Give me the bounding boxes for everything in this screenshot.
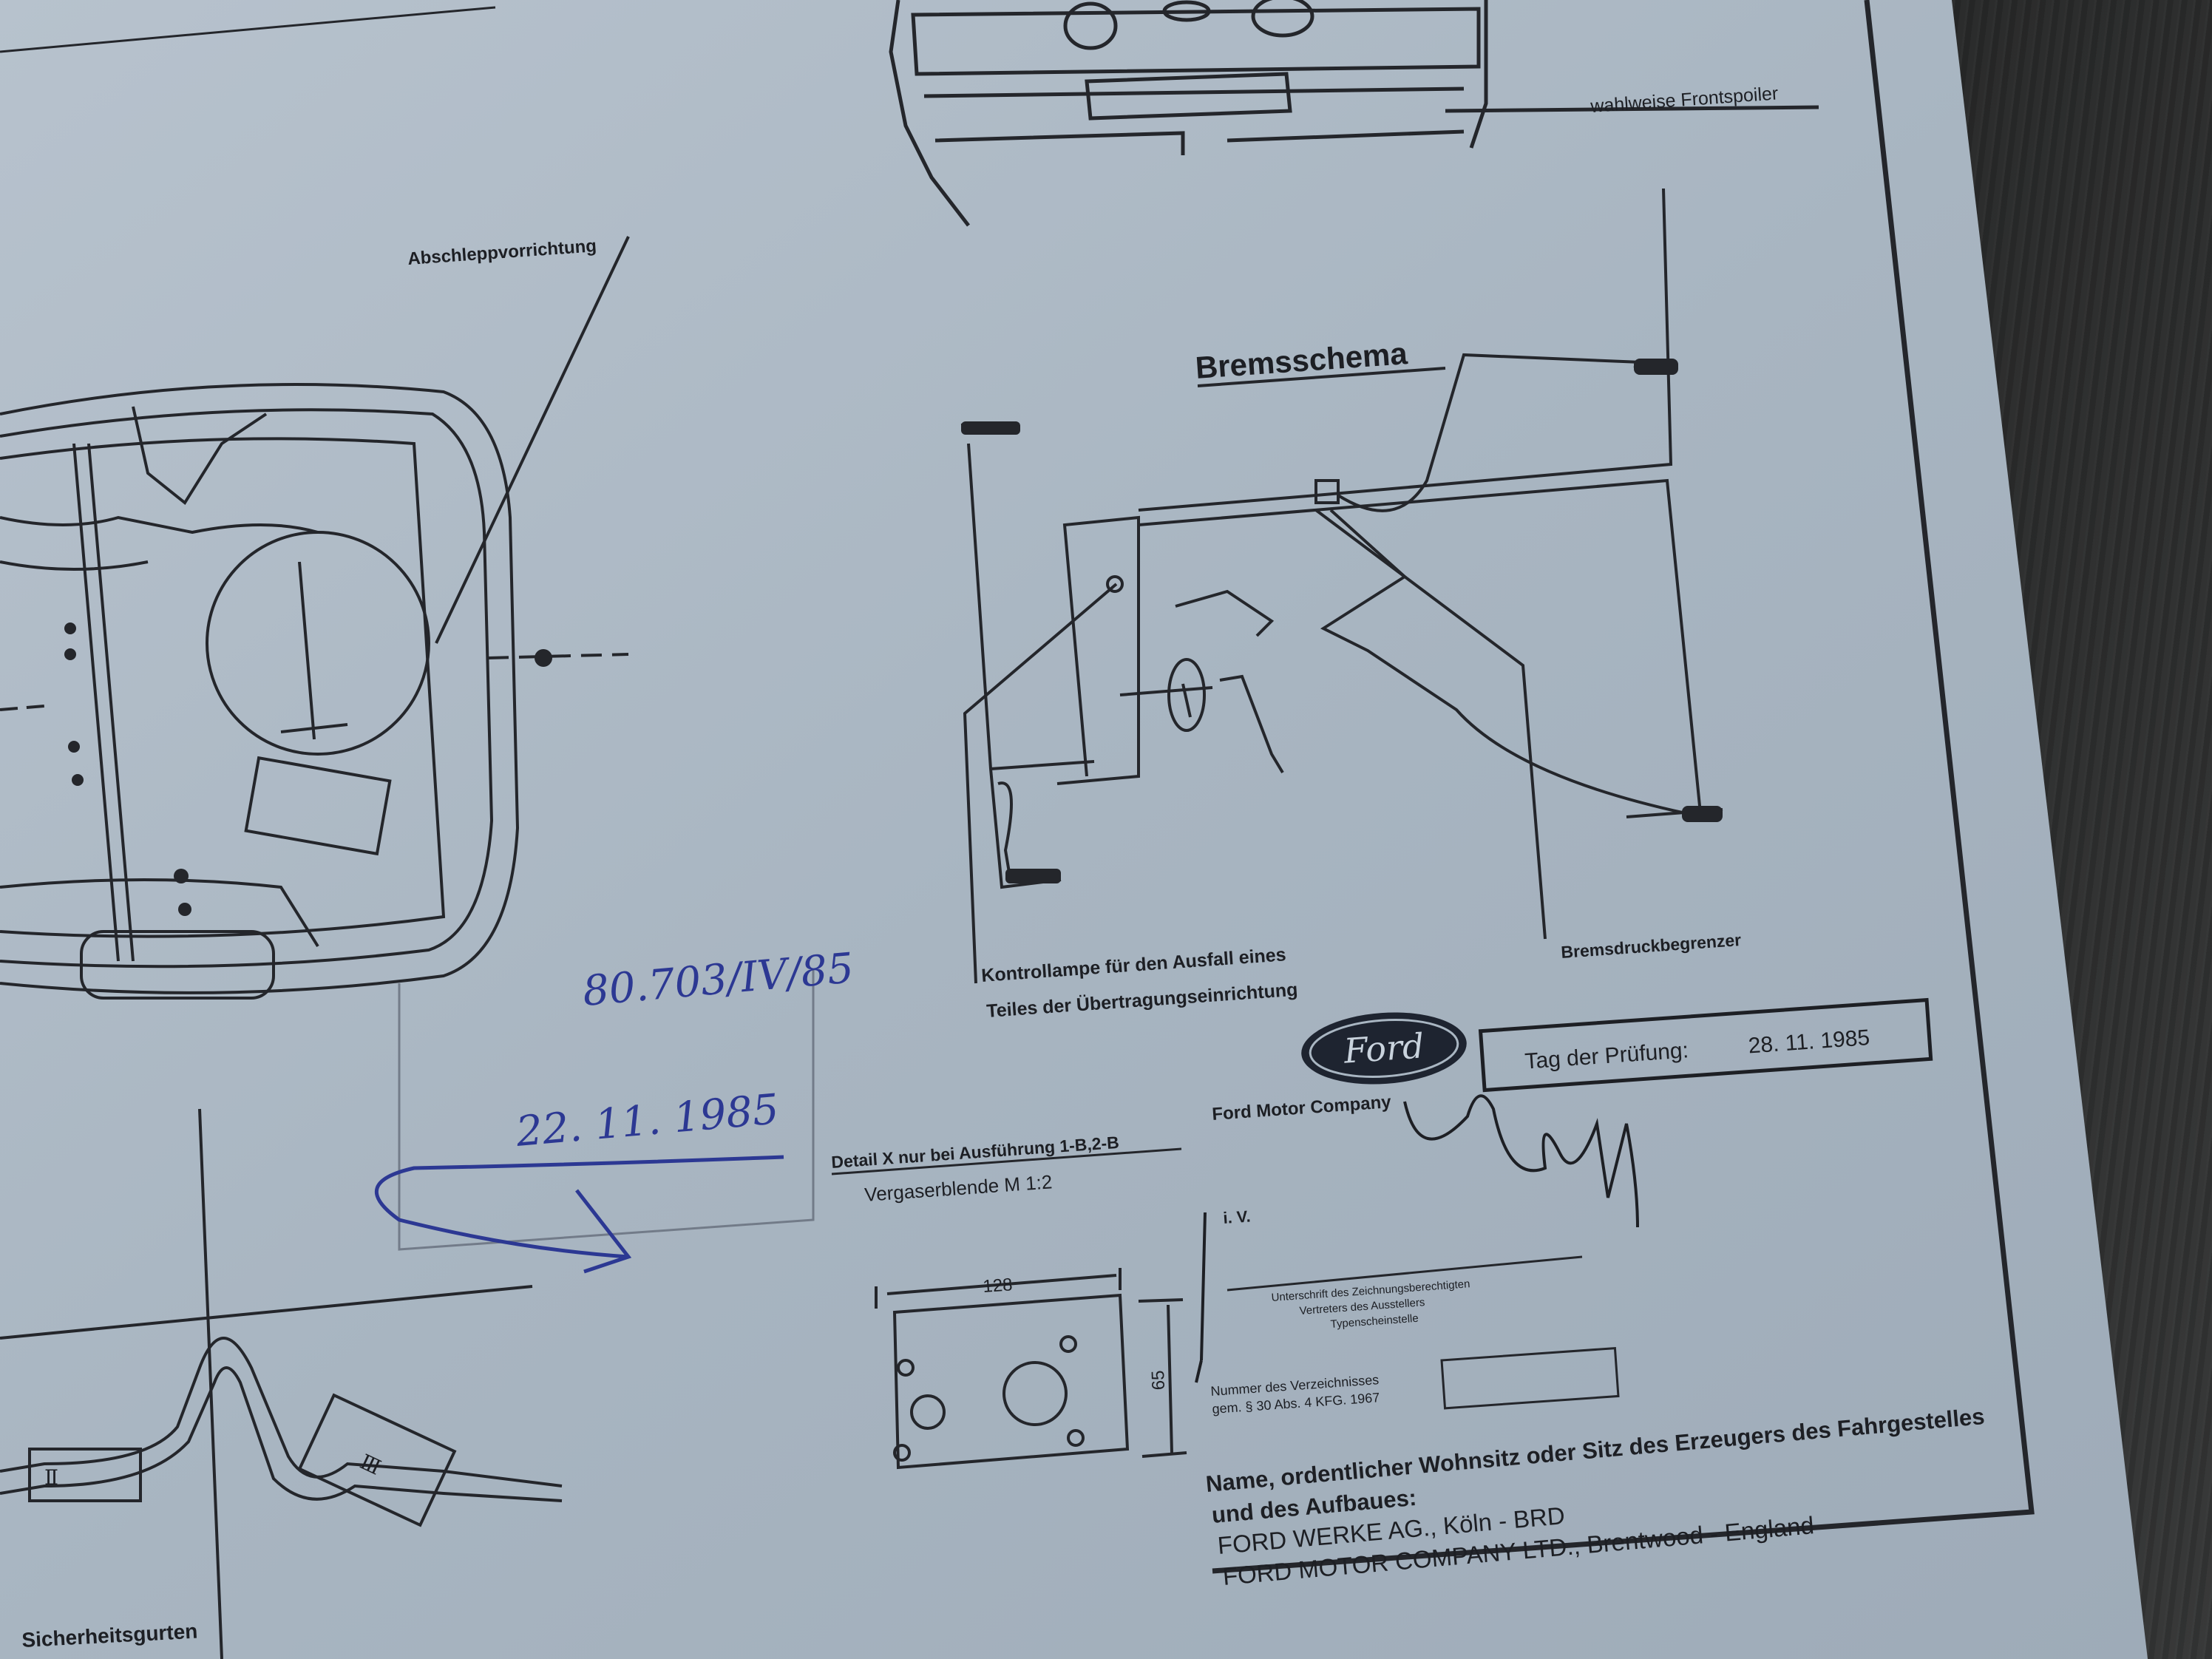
- belt-anchor-drawing: [0, 1108, 563, 1659]
- drawing-frame: [1212, 0, 2035, 1574]
- car-rear-view: [889, 0, 1819, 227]
- ink-signature: [1403, 1094, 1639, 1228]
- verz-number-box: [1440, 1347, 1620, 1410]
- plan-bolts: [64, 622, 552, 916]
- vergaserblende-plate: [875, 1268, 1187, 1470]
- part-mark-left: Ⅱ: [44, 1465, 58, 1490]
- title-underline: [1197, 367, 1446, 387]
- top-left-line: [0, 6, 496, 53]
- brake-fluid-caps: [961, 359, 1723, 883]
- dim-height: 65: [1148, 1370, 1169, 1391]
- signature-stroke: [1195, 1212, 1207, 1383]
- car-underside-plan: [0, 236, 630, 1000]
- paper: [0, 0, 2148, 1659]
- dim-width: 128: [983, 1275, 1014, 1297]
- detail-x-underline: [831, 1147, 1182, 1175]
- stamp-box: [398, 968, 815, 1251]
- label-iv: i. V.: [1223, 1207, 1252, 1227]
- handwritten-flourish: [374, 1155, 784, 1274]
- ford-logo: Ford: [1301, 1012, 1467, 1085]
- brake-schematic: [960, 188, 1723, 984]
- signature-line: [1227, 1255, 1583, 1292]
- ford-logo-text: Ford: [1342, 1025, 1425, 1071]
